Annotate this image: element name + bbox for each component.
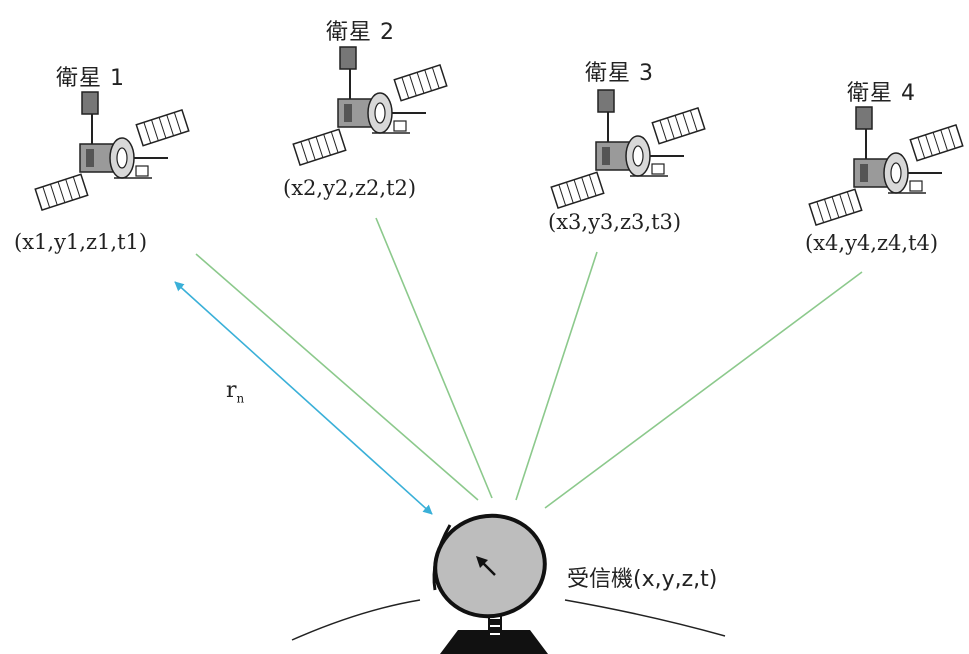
signal-line-2 [375, 217, 493, 499]
ground-horizon-left [291, 599, 421, 641]
satellite-4-icon [798, 106, 969, 227]
ground-horizon-right [564, 599, 726, 637]
receiver-label: 受信機(x,y,z,t) [567, 567, 718, 592]
range-label: rn [226, 378, 244, 405]
satellite-1-coords: (x1,y1,z1,t1) [14, 230, 148, 254]
satellite-2-coords: (x2,y2,z2,t2) [283, 176, 417, 200]
satellite-3-name: 衛星 3 [585, 61, 654, 86]
range-arrow [174, 281, 433, 515]
satellite-3-coords: (x3,y3,z3,t3) [548, 210, 682, 234]
satellite-2-name: 衛星 2 [326, 20, 395, 45]
range-subscript: n [236, 391, 245, 406]
satellite-1-name: 衛星 1 [56, 66, 125, 91]
satellite-4-name: 衛星 4 [847, 81, 916, 106]
signal-line-4 [544, 271, 863, 509]
receiver-dish-icon [432, 513, 548, 654]
satellite-3-icon [540, 89, 716, 210]
signal-line-1 [195, 253, 479, 501]
signal-line-3 [515, 251, 598, 501]
range-symbol: r [226, 378, 237, 403]
satellite-1-icon [24, 91, 200, 212]
satellite-4-coords: (x4,y4,z4,t4) [805, 231, 939, 255]
satellite-2-icon [282, 46, 458, 167]
